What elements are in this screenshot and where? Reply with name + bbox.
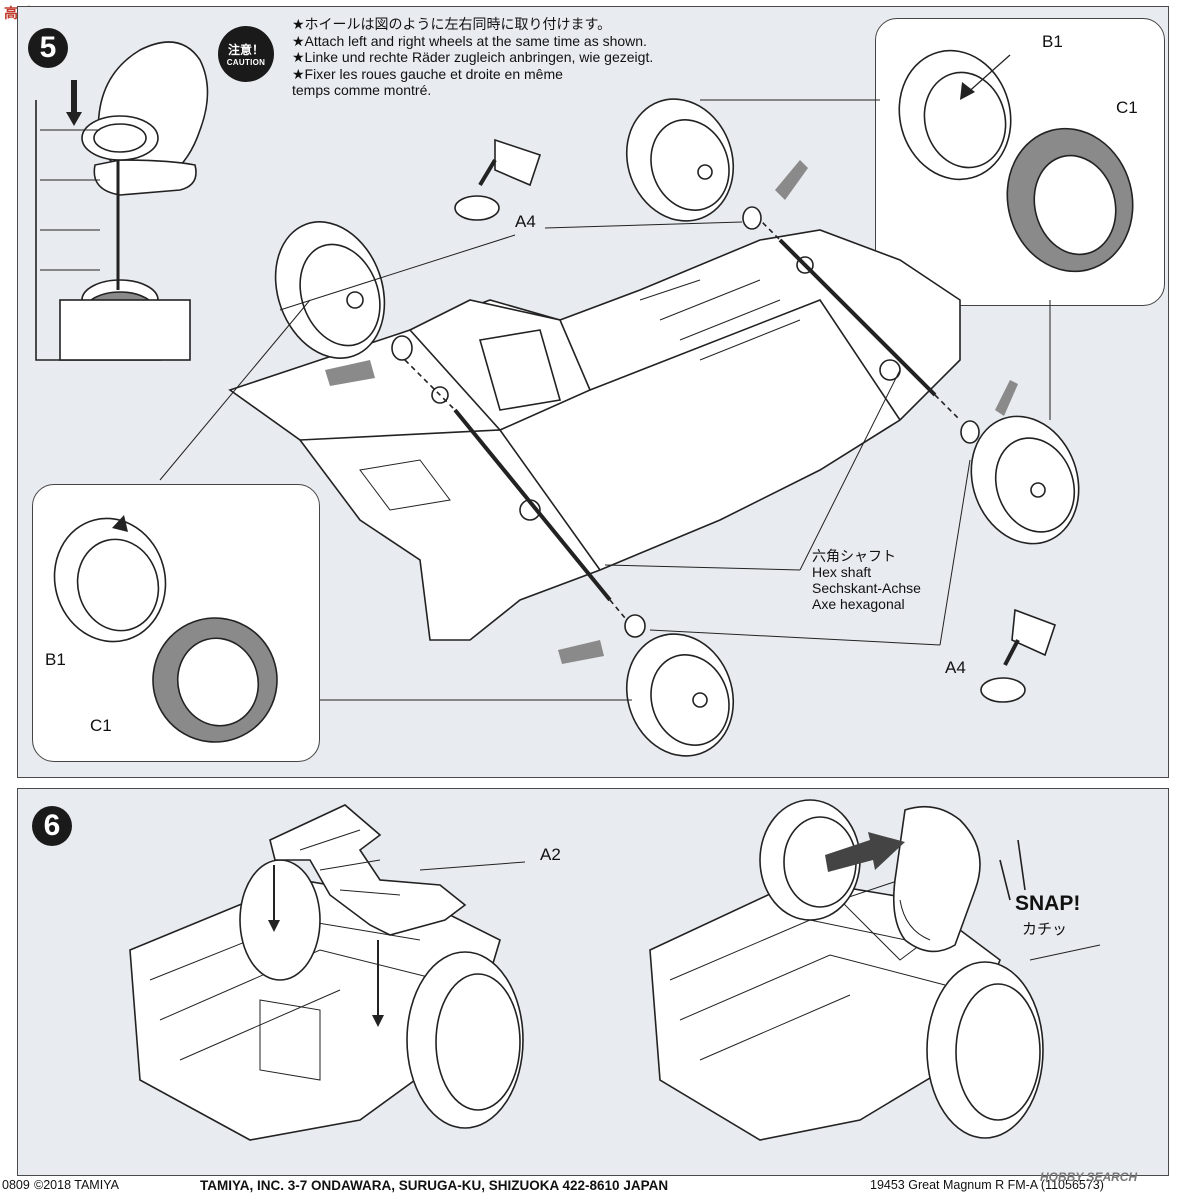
tire-icon [1006,127,1134,273]
hex-shaft-icon [404,209,961,619]
chassis-icon [129,859,501,1141]
wheel-icon [625,633,735,757]
bearing-icon [391,206,980,638]
wheel-icon [274,221,386,359]
finger-icon [892,805,981,953]
label-a2: A2 [540,845,561,864]
hex-shaft-label-de: Sechskant-Achse [812,580,921,596]
note-line-de: ★Linke und rechte Räder zugleich anbring… [292,49,654,65]
step-6-number: 6 [32,806,72,846]
grease-applicator-icon [454,138,1057,703]
tire-icon [152,617,278,743]
down-arrow-icon [268,920,280,932]
down-arrow-icon [372,1015,384,1027]
arrow-head-icon [66,112,82,126]
hex-shaft-label-fr: Axe hexagonal [812,596,905,612]
footer-copyright: ©2018 TAMIYA [34,1178,119,1192]
wheel-icon [625,98,735,222]
chassis-icon [228,229,961,641]
label-b1-left: B1 [45,650,66,669]
footer-product: 19453 Great Magnum R FM-A (11056573) [870,1178,1104,1192]
note-line-en: ★Attach left and right wheels at the sam… [292,32,647,49]
label-a4-bottom: A4 [945,658,966,677]
note-line-fr: ★Fixer les roues gauche et droite en mêm… [292,65,563,82]
wheel-icon [926,961,1044,1139]
slide-arrow-icon [825,832,905,872]
hobby-search-watermark: HOBBY SEARCH [1040,1170,1138,1184]
snap-mark-icon [999,859,1011,901]
label-b1-right: B1 [1042,32,1063,51]
label-a4-top: A4 [515,212,536,231]
snap-text-jp: カチッ [1022,921,1068,938]
hex-shaft-label: 六角シャフト Hex shaft Sechskant-Achse Axe hex… [812,548,921,612]
footer-address: TAMIYA, INC. 3-7 ONDAWARA, SURUGA-KU, SH… [200,1178,669,1193]
hex-shaft-label-en: Hex shaft [812,564,872,580]
wheel-icon [53,517,167,643]
label-c1-left: C1 [90,716,112,735]
wheel-icon [406,951,524,1129]
grease-tube-icon [325,160,1018,664]
caution-jp: 注意！ [227,43,264,57]
snap-mark-icon [1017,839,1026,891]
caution-en: CAUTION [226,58,266,67]
note-line-jp: ★ホイールは図のように左右同時に取り付けます。 [292,16,612,32]
footer-code: 0809 [2,1178,30,1192]
caution-notes: ★ホイールは図のように左右同時に取り付けます。 ★Attach left and… [292,16,752,99]
step-5-number: 5 [28,28,68,68]
note-line-fr-2: temps comme montré. [292,82,432,98]
part-a2-icon [269,804,467,936]
label-c1-right: C1 [1116,98,1138,117]
snap-text: SNAP! [1015,892,1081,915]
caution-badge: 注意！ CAUTION [218,26,274,82]
wheel-icon [898,49,1012,181]
hex-shaft-label-jp: 六角シャフト [812,548,896,564]
wheel-icon [970,415,1080,545]
